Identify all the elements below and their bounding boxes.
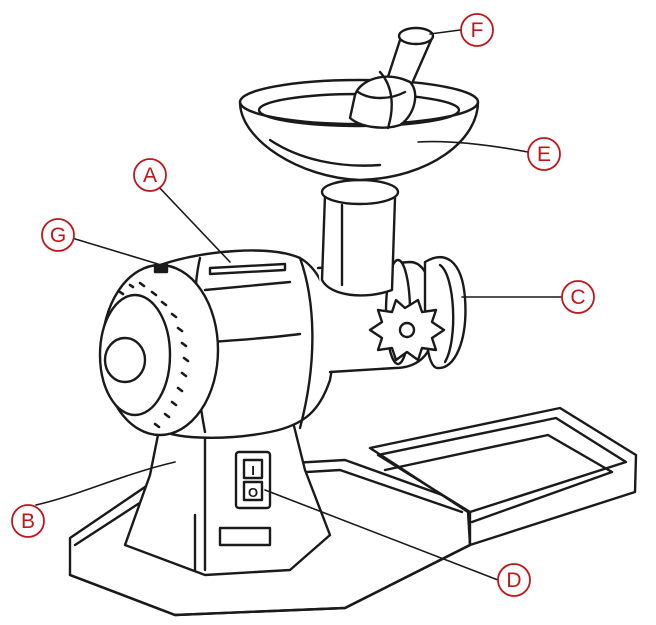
- callout-f-label: F: [471, 19, 484, 42]
- hopper-tray: [238, 78, 480, 182]
- callout-e-label: E: [537, 143, 551, 166]
- callout-f: F: [460, 13, 494, 47]
- leader-f: [429, 29, 461, 35]
- output-tray: [368, 406, 638, 547]
- leader-e: [417, 140, 529, 153]
- callout-d: D: [497, 563, 531, 597]
- leader-d: [264, 489, 499, 581]
- vent-indicator: [153, 263, 169, 274]
- cutter-star: [368, 298, 446, 362]
- callout-b-label: B: [21, 510, 35, 533]
- callout-g: G: [41, 218, 75, 252]
- callout-a: A: [133, 158, 167, 192]
- callout-c-label: C: [570, 286, 585, 309]
- leader-lines: [35, 29, 564, 581]
- callout-a-label: A: [143, 164, 157, 187]
- food-pusher: [348, 26, 435, 130]
- feed-throat: [320, 178, 400, 297]
- power-switch: I O: [234, 450, 272, 510]
- switch-on-mark: I: [251, 463, 255, 478]
- leader-g: [71, 237, 159, 265]
- motor-end-cap: [98, 263, 220, 437]
- pedestal: [123, 408, 332, 577]
- leader-b: [35, 461, 176, 506]
- callout-g-label: G: [50, 224, 66, 247]
- callout-b: B: [11, 504, 45, 538]
- callout-e: E: [527, 137, 561, 171]
- leader-a: [155, 183, 231, 263]
- switch-off-mark: O: [248, 485, 258, 500]
- callout-d-label: D: [506, 569, 521, 592]
- callout-c: C: [561, 280, 595, 314]
